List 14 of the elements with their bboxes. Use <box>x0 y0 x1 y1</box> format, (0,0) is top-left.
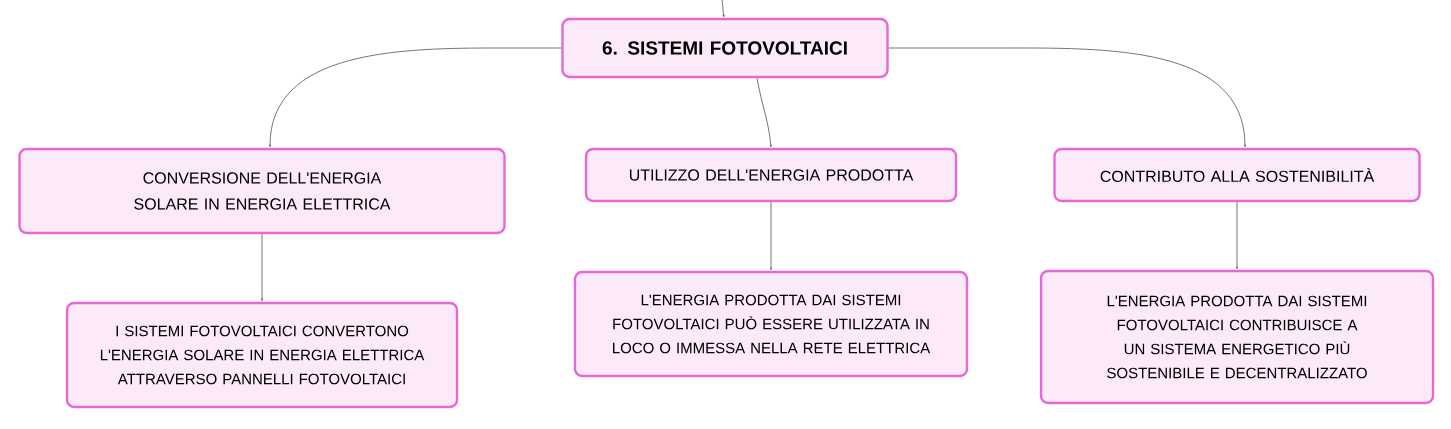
description-box: L'ENERGIA PRODOTTA DAI SISTEMI FOTOVOLTAICI CONTRIBUISCE A UN SISTEMA ENERGETICO PIÙ SOSTENIBILE E DECENTRALIZZATO <box>1039 269 1435 405</box>
arrow <box>260 233 264 302</box>
arrow <box>268 47 562 148</box>
topic-box: CONTRIBUTO ALLA SOSTENIBILITÀ <box>1053 147 1421 203</box>
arrow <box>769 201 773 271</box>
arrow <box>756 77 772 148</box>
description-box: I SISTEMI FOTOVOLTAICI CONVERTONO L'ENERGIA SOLARE IN ENERGIA ELETTRICA ATTRAVERSO PANNELLI FOTOVOLTAICI <box>65 301 459 409</box>
title-box: 6. SISTEMI FOTOVOLTAICI <box>561 17 889 79</box>
arrow <box>888 47 1247 148</box>
topic-box: CONVERSIONE DELL'ENERGIA SOLARE IN ENERGIA ELETTRICA <box>18 147 506 235</box>
arrow <box>721 0 725 18</box>
description-box: L'ENERGIA PRODOTTA DAI SISTEMI FOTOVOLTAICI PUÒ ESSERE UTILIZZATA IN LOCO O IMMESSA NELLA RETE ELETTRICA <box>573 270 969 378</box>
topic-box: UTILIZZO DELL'ENERGIA PRODOTTA <box>584 147 958 203</box>
arrow <box>1235 201 1239 270</box>
